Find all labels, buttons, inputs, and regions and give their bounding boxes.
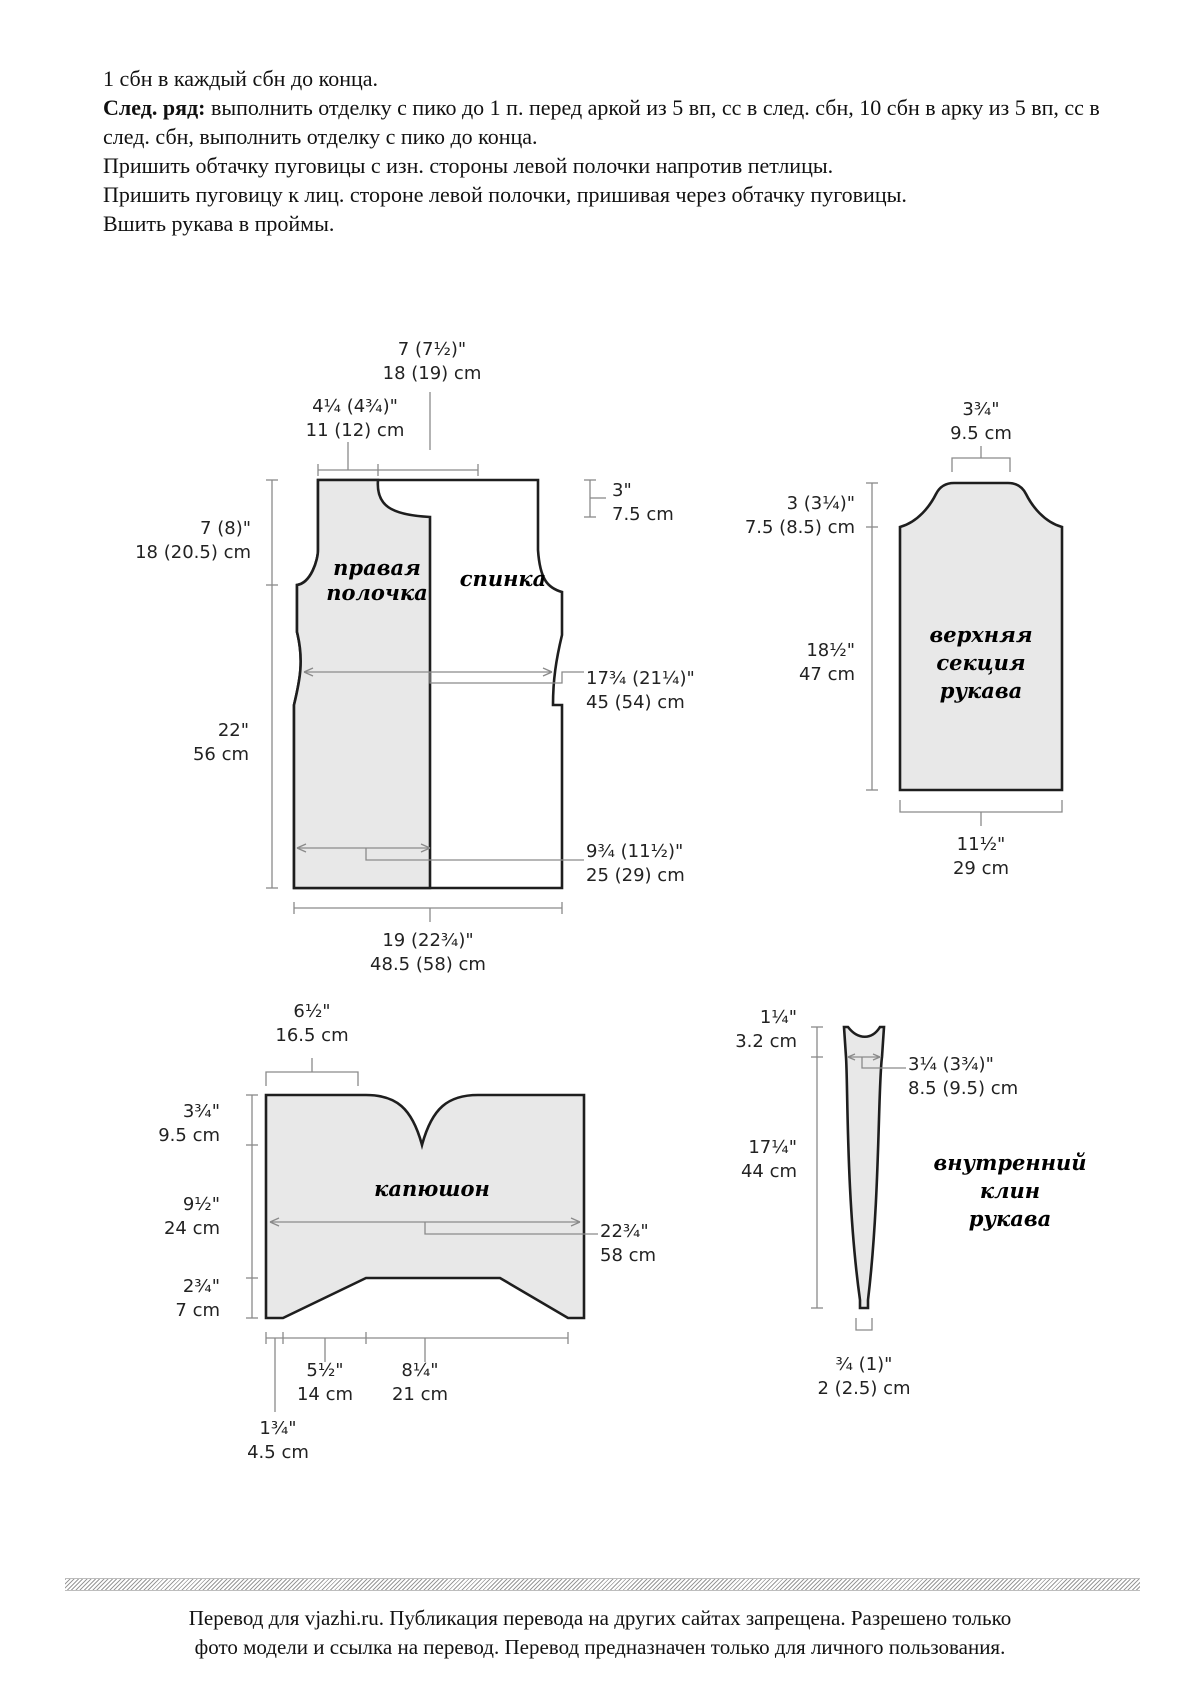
gusset-label-line-1: внутренний bbox=[933, 1150, 1086, 1175]
gusset-bottom-width-in: ¾ (1)" bbox=[836, 1354, 893, 1375]
back-label: спинка bbox=[460, 566, 546, 591]
hood-width-cm: 58 cm bbox=[600, 1245, 656, 1266]
upper-sleeve-label-line-3: рукава bbox=[940, 678, 1022, 703]
cap-top-width-in: 3¾" bbox=[962, 399, 999, 420]
hem-width-cm: 48.5 (58) cm bbox=[370, 954, 486, 975]
cap-depth-in: 3 (3¼)" bbox=[787, 493, 855, 514]
gusset-width-leader bbox=[861, 1057, 906, 1069]
armhole-depth-cm: 18 (20.5) cm bbox=[135, 542, 251, 563]
bust-width-arrows bbox=[303, 667, 553, 677]
gusset-top-width-cm: 8.5 (9.5) cm bbox=[908, 1078, 1018, 1099]
body-schematic: 7 (7½)" 18 (19) cm 4¼ (4¾)" 11 (12) cm 3… bbox=[135, 339, 695, 975]
gusset-top-width-in: 3¼ (3¾)" bbox=[908, 1054, 994, 1075]
hood-seg-c-cm: 21 cm bbox=[392, 1384, 448, 1405]
gusset-length-in: 17¼" bbox=[748, 1137, 797, 1158]
hood-seg-a-cm: 4.5 cm bbox=[247, 1442, 309, 1463]
hood-top-width-bracket bbox=[265, 1071, 359, 1086]
upper-sleeve-outline bbox=[898, 481, 1064, 792]
upper-sleeve-label-line-2: секция bbox=[936, 650, 1025, 675]
upper-sleeve-label-line-1: верхняя bbox=[929, 622, 1032, 647]
hood-top-width-cm: 16.5 cm bbox=[275, 1025, 348, 1046]
hood-label: капюшон bbox=[374, 1176, 490, 1201]
front-width-leader bbox=[365, 848, 584, 861]
footer-divider bbox=[65, 1578, 1140, 1591]
hood-top-depth-in: 3¾" bbox=[183, 1101, 220, 1122]
shoulder-width-cm: 11 (12) cm bbox=[306, 420, 405, 441]
hood-schematic: 6½" 16.5 cm 3¾" 9.5 cm 9½" 24 cm 2¾" 7 c… bbox=[158, 1001, 656, 1463]
shoulder-width-in: 4¼ (4¾)" bbox=[312, 396, 398, 417]
upper-sleeve-schematic: 3¾" 9.5 cm 3 (3¼)" 7.5 (8.5) cm 18½" 47 … bbox=[745, 399, 1064, 879]
body-length-in: 22" bbox=[218, 720, 249, 741]
instruction-line-4: Пришить пуговицу к лиц. стороне левой по… bbox=[103, 182, 907, 207]
hood-outline bbox=[264, 1093, 586, 1320]
bust-width-leader bbox=[429, 671, 584, 684]
gusset-label-line-2: клин bbox=[980, 1178, 1040, 1203]
bust-width-in: 17¾ (21¼)" bbox=[586, 668, 695, 689]
footer-notice: Перевод для vjazhi.ru. Публикация перево… bbox=[60, 1604, 1140, 1662]
hood-width-in: 22¾" bbox=[600, 1221, 649, 1242]
bust-width-cm: 45 (54) cm bbox=[586, 692, 685, 713]
instruction-line-2: След. ряд: выполнить отделку с пико до 1… bbox=[103, 93, 1123, 151]
instructions-text: 1 сбн в каждый сбн до конца. След. ряд: … bbox=[103, 64, 1123, 238]
neck-depth-cm: 7.5 cm bbox=[612, 504, 674, 525]
hood-width-leader bbox=[424, 1222, 598, 1235]
sleeve-width-in: 11½" bbox=[957, 834, 1006, 855]
neck-width-in: 7 (7½)" bbox=[398, 339, 466, 360]
armhole-depth-in: 7 (8)" bbox=[200, 518, 251, 539]
sleeve-length-in: 18½" bbox=[806, 640, 855, 661]
instruction-next-row-label: След. ряд: bbox=[103, 95, 206, 120]
hem-width-in: 19 (22¾)" bbox=[382, 930, 473, 951]
footer-line-1: Перевод для vjazhi.ru. Публикация перево… bbox=[188, 1606, 1012, 1630]
front-width-cm: 25 (29) cm bbox=[586, 865, 685, 886]
gusset-length-cm: 44 cm bbox=[741, 1161, 797, 1182]
gusset-width-arrows bbox=[847, 1053, 881, 1061]
instruction-line-3: Пришить обтачку пуговицы с изн. стороны … bbox=[103, 153, 834, 178]
hood-bottom-depth-cm: 7 cm bbox=[175, 1300, 220, 1321]
sleeve-width-bracket bbox=[899, 800, 1063, 813]
cap-top-bracket bbox=[951, 457, 1011, 472]
sleeve-length-cm: 47 cm bbox=[799, 664, 855, 685]
instruction-line-1: 1 сбн в каждый сбн до конца. bbox=[103, 66, 379, 91]
right-front-label-line-2: полочка bbox=[326, 580, 427, 605]
sleeve-width-cm: 29 cm bbox=[953, 858, 1009, 879]
front-width-arrows bbox=[296, 843, 431, 853]
instruction-next-row-text: выполнить отделку с пико до 1 п. перед а… bbox=[103, 95, 1100, 149]
gusset-label-line-3: рукава bbox=[969, 1206, 1051, 1231]
hood-top-width-in: 6½" bbox=[293, 1001, 330, 1022]
gusset-outline bbox=[842, 1025, 886, 1310]
hood-top-depth-cm: 9.5 cm bbox=[158, 1125, 220, 1146]
neck-width-cm: 18 (19) cm bbox=[383, 363, 482, 384]
hood-middle-depth-cm: 24 cm bbox=[164, 1218, 220, 1239]
hood-bottom-depth-in: 2¾" bbox=[183, 1276, 220, 1297]
hood-seg-c-in: 8¼" bbox=[401, 1360, 438, 1381]
hood-seg-b-in: 5½" bbox=[306, 1360, 343, 1381]
cap-depth-cm: 7.5 (8.5) cm bbox=[745, 517, 855, 538]
instruction-line-5: Вшить рукава в проймы. bbox=[103, 211, 335, 236]
gusset-bottom-bracket bbox=[855, 1318, 873, 1331]
hood-seg-a-in: 1¾" bbox=[259, 1418, 296, 1439]
right-front-panel bbox=[292, 478, 432, 890]
body-length-cm: 56 cm bbox=[193, 744, 249, 765]
gusset-schematic: 1¼" 3.2 cm 17¼" 44 cm 3¼ (3¾)" 8.5 (9.5)… bbox=[735, 1007, 1086, 1399]
gusset-bottom-width-cm: 2 (2.5) cm bbox=[818, 1378, 911, 1399]
hood-seg-b-cm: 14 cm bbox=[297, 1384, 353, 1405]
front-width-in: 9¾ (11½)" bbox=[586, 841, 683, 862]
gusset-top-depth-in: 1¼" bbox=[760, 1007, 797, 1028]
footer-line-2: фото модели и ссылка на перевод. Перевод… bbox=[194, 1635, 1006, 1659]
neck-depth-in: 3" bbox=[612, 480, 632, 501]
hood-width-arrows bbox=[269, 1217, 581, 1227]
gusset-top-depth-cm: 3.2 cm bbox=[735, 1031, 797, 1052]
hood-middle-depth-in: 9½" bbox=[183, 1194, 220, 1215]
cap-top-width-cm: 9.5 cm bbox=[950, 423, 1012, 444]
right-front-label-line-1: правая bbox=[333, 555, 421, 580]
